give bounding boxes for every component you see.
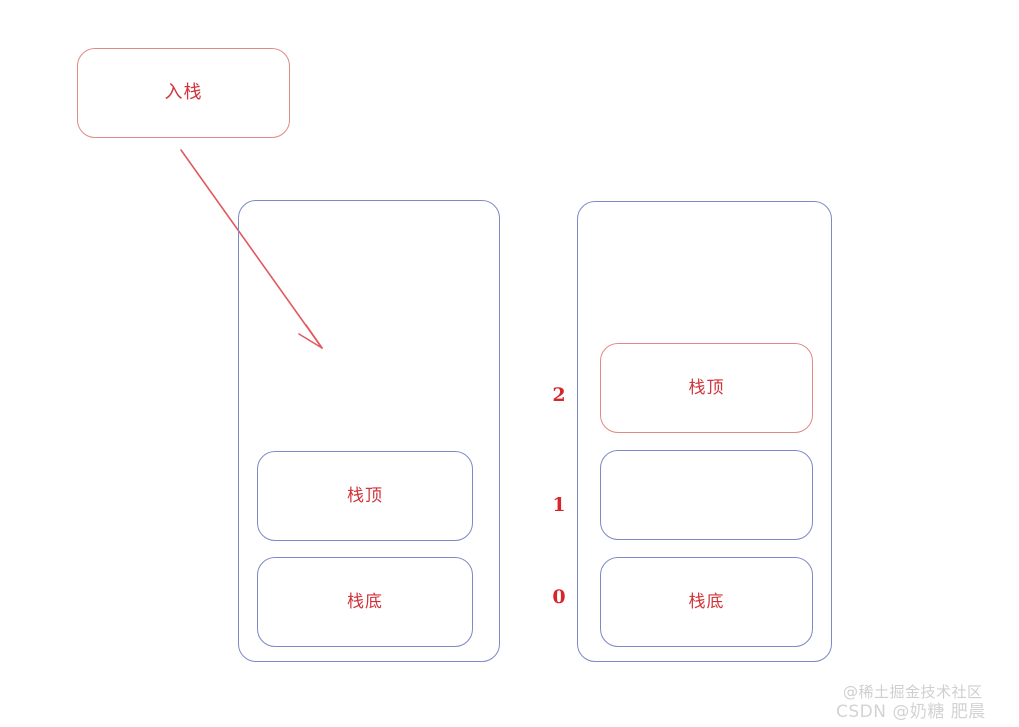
watermark-juejin: @稀土掘金技术社区 — [843, 683, 983, 701]
stack-before-cell-top-label: 栈顶 — [347, 485, 383, 506]
stack-index-0: 0 — [552, 586, 566, 608]
push-callout-box: 入栈 — [77, 48, 290, 138]
stack-index-2: 2 — [552, 384, 566, 406]
stack-after-cell-index-1 — [600, 450, 813, 540]
stack-after-container — [577, 201, 832, 662]
stack-before-container — [238, 200, 500, 662]
stack-after-cell-index-2-label: 栈顶 — [688, 377, 725, 398]
watermark-csdn: CSDN @奶糖 肥晨 — [836, 702, 986, 722]
push-callout-label: 入栈 — [164, 82, 203, 103]
stack-after-cell-index-0: 栈底 — [600, 557, 813, 647]
stack-index-1: 1 — [552, 494, 566, 516]
stack-after-cell-index-0-label: 栈底 — [688, 591, 725, 612]
stack-before-cell-bottom: 栈底 — [257, 557, 473, 647]
stack-after-cell-index-2: 栈顶 — [600, 343, 813, 433]
stack-before-cell-top: 栈顶 — [257, 451, 473, 541]
stack-before-cell-bottom-label: 栈底 — [347, 591, 383, 612]
